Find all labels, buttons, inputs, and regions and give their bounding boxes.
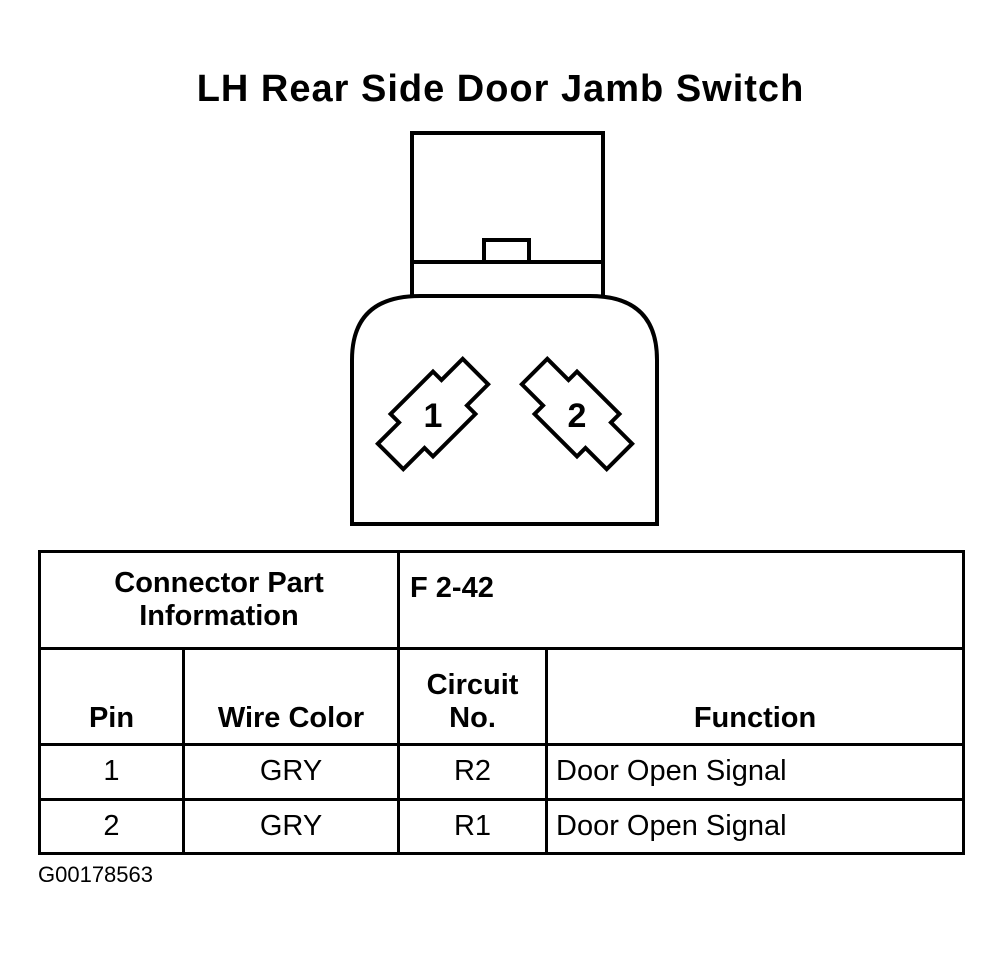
- table-row: 2 GRY R1 Door Open Signal: [38, 797, 966, 856]
- col-header-pin: Pin: [38, 646, 185, 747]
- diagram-title: LH Rear Side Door Jamb Switch: [196, 68, 805, 110]
- col-header-circuit: Circuit No.: [397, 646, 549, 747]
- cell-pin: 1: [38, 743, 185, 801]
- col-header-function: Function: [545, 646, 966, 747]
- connector-drawing: 1 2: [350, 131, 659, 526]
- connector-part-number: F 2-42: [397, 550, 966, 650]
- connector-part-header: Connector Part Information: [37, 550, 401, 650]
- cell-circuit: R1: [397, 797, 549, 856]
- figure-id: G00178563: [38, 862, 153, 887]
- pin-cavity-1: [375, 356, 491, 472]
- connector-info-table: Connector Part Information F 2-42 Pin Wi…: [37, 550, 966, 856]
- pin-label-1: 1: [424, 397, 443, 435]
- table-row: 1 GRY R2 Door Open Signal: [38, 743, 966, 801]
- cell-function: Door Open Signal: [545, 797, 966, 856]
- pin-cavity-2: [519, 356, 635, 472]
- connector-part-row: Connector Part Information F 2-42: [37, 550, 966, 650]
- column-header-row: Pin Wire Color Circuit No. Function: [38, 646, 966, 747]
- cell-pin: 2: [38, 797, 185, 856]
- connector-body: [350, 294, 659, 526]
- cell-function: Door Open Signal: [545, 743, 966, 801]
- cell-wire-color: GRY: [181, 797, 401, 856]
- cell-wire-color: GRY: [181, 743, 401, 801]
- col-header-wire-color: Wire Color: [181, 646, 401, 747]
- connector-top-housing: [410, 131, 605, 299]
- cell-circuit: R2: [397, 743, 549, 801]
- connector-latch-tab: [482, 238, 531, 264]
- pin-label-2: 2: [568, 397, 587, 435]
